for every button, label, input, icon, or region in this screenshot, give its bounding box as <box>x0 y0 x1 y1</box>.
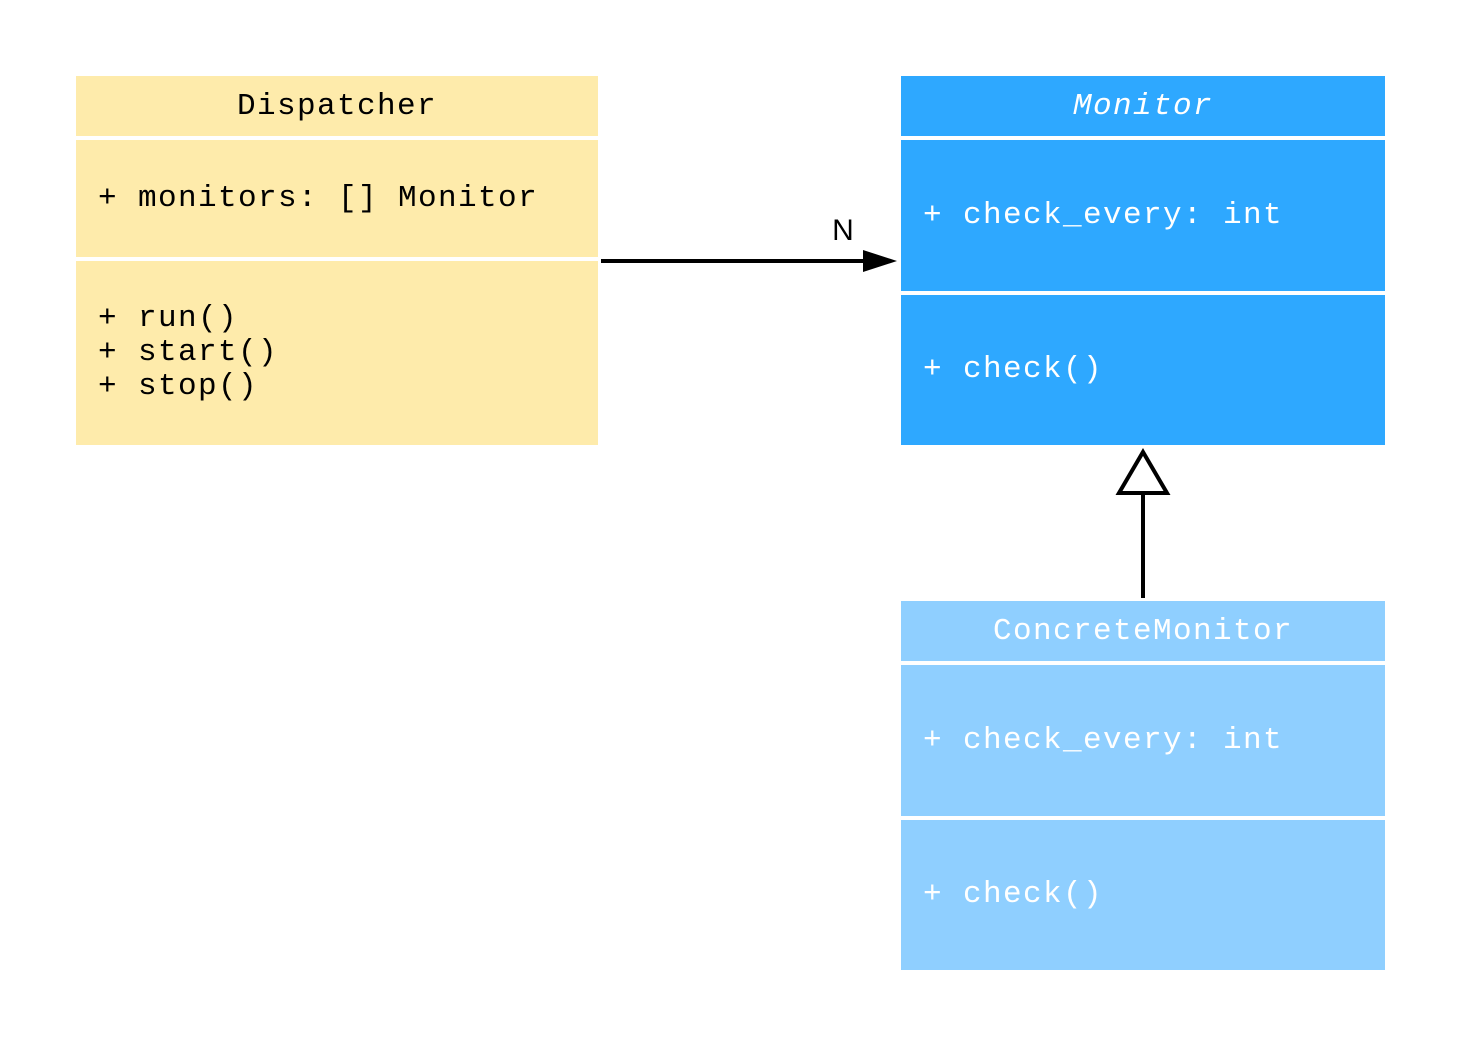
method: + check() <box>923 877 1104 912</box>
dispatcher-methods: + run()+ start()+ stop() <box>76 261 598 445</box>
attribute: + check_every: int <box>923 722 1284 758</box>
dispatcher-name: Dispatcher <box>76 76 598 136</box>
dispatcher-attributes: + monitors: [] Monitor <box>76 140 598 257</box>
hollow-triangle-icon <box>1115 448 1171 495</box>
attribute: + check_every: int <box>923 197 1284 233</box>
monitor-name: Monitor <box>901 76 1385 136</box>
concrete-monitor-name: ConcreteMonitor <box>901 601 1385 661</box>
monitor-methods: + check() <box>901 295 1385 445</box>
concrete-monitor-methods: + check() <box>901 820 1385 970</box>
concrete-monitor-attributes: + check_every: int <box>901 665 1385 816</box>
method: + start() <box>98 335 279 370</box>
method: + run() <box>98 301 239 336</box>
monitor-attributes: + check_every: int <box>901 140 1385 291</box>
method: + check() <box>923 352 1104 387</box>
attribute: + monitors: [] Monitor <box>98 180 539 216</box>
generalization-arrow <box>1115 448 1171 598</box>
association-arrow: N <box>601 214 897 272</box>
method: + stop() <box>98 369 259 404</box>
multiplicity-label: N <box>832 214 854 247</box>
arrowhead-icon <box>863 250 897 272</box>
